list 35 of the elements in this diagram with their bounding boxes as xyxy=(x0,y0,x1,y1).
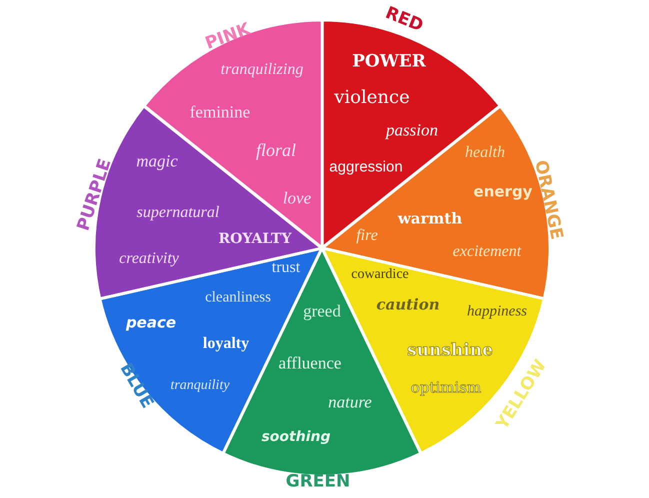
word-label: trust xyxy=(272,260,300,276)
word-label: tranquilizing xyxy=(220,62,304,78)
word-label: supernatural xyxy=(136,204,220,221)
word-label: tranquility xyxy=(170,379,230,393)
word-label: floral xyxy=(256,141,296,159)
word-label: greed xyxy=(303,302,341,320)
word-label: energy xyxy=(474,184,532,200)
word-label: POWER xyxy=(352,54,426,70)
word-label: happiness xyxy=(467,304,527,320)
word-label: creativity xyxy=(119,250,179,267)
word-label: feminine xyxy=(190,104,250,120)
word-label: loyalty xyxy=(202,336,250,352)
word-label: love xyxy=(282,190,312,206)
color-name-label: GREEN xyxy=(286,474,350,490)
word-label: nature xyxy=(328,394,372,410)
word-label: caution xyxy=(376,298,440,312)
word-label: excitement xyxy=(452,244,522,260)
color-name-label: ORANGE xyxy=(531,158,565,242)
word-label: peace xyxy=(126,316,176,330)
word-label: violence xyxy=(334,89,410,107)
word-label: health xyxy=(465,144,505,161)
word-label: optimism xyxy=(410,380,482,396)
word-label: cowardice xyxy=(351,268,409,282)
word-label: aggression xyxy=(329,160,403,174)
word-label: cleanliness xyxy=(205,290,271,306)
word-label: warmth xyxy=(398,211,462,226)
word-label: affluence xyxy=(278,354,342,372)
word-label: passion xyxy=(386,122,438,138)
word-label: sunshine xyxy=(407,342,493,360)
word-label: soothing xyxy=(261,430,330,444)
color-name-label: PINK xyxy=(203,21,253,53)
word-label: ROYALTY xyxy=(218,232,292,246)
word-label: fire xyxy=(356,228,378,244)
word-label: magic xyxy=(136,152,178,170)
color-name-label: RED xyxy=(382,4,426,36)
